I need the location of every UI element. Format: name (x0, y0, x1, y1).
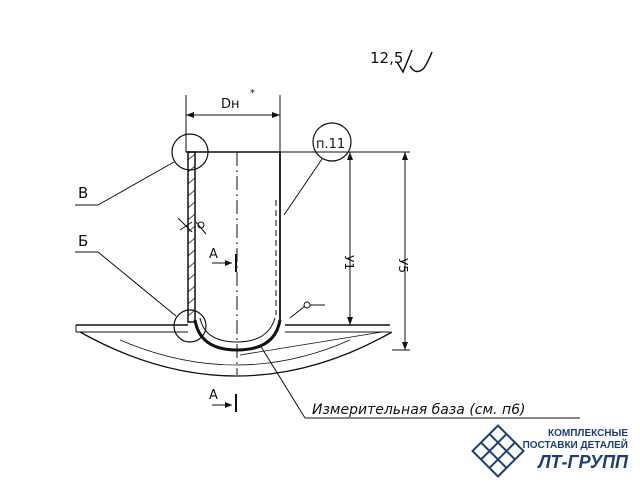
measuring-base-label: Измерительная база (см. п6) (312, 402, 525, 418)
logo-brand: ЛТ-ГРУПП (536, 452, 629, 472)
section-mark-a-bottom: А (209, 388, 218, 403)
dimension-y1: У1 (280, 151, 410, 325)
dim-y1-label: У1 (342, 255, 356, 270)
label-b: Б (78, 232, 88, 250)
roughness-symbol: 12,5 (370, 49, 433, 74)
section-mark-a-top: А (209, 247, 218, 262)
detail-callout-v: В (75, 133, 209, 206)
diameter-label: Dн (221, 97, 240, 112)
note-ref: п.11 (316, 137, 345, 152)
weld-symbol (289, 301, 325, 319)
measuring-base-callout: Измерительная база (см. п6) (259, 344, 580, 419)
dim-y5-label: У5 (396, 258, 410, 273)
company-logo: КОМПЛЕКСНЫЕ ПОСТАВКИ ДЕТАЛЕЙ ЛТ-ГРУПП (471, 424, 629, 478)
logo-line-1: КОМПЛЕКСНЫЕ (548, 428, 628, 439)
detail-callout-b: Б (75, 232, 207, 343)
roughness-value: 12,5 (370, 49, 403, 67)
label-v: В (78, 184, 88, 202)
note-callout: п.11 (283, 122, 352, 216)
logo-diamond-icon (471, 424, 525, 478)
section-mark-top: А (209, 247, 237, 272)
roughness-check-icon-2 (409, 51, 433, 73)
diameter-mark: * (250, 88, 255, 99)
logo-line-2: ПОСТАВКИ ДЕТАЛЕЙ (523, 438, 628, 451)
roughness-check-icon (396, 49, 413, 74)
vessel-plate (75, 324, 393, 377)
section-mark-bottom: А (209, 388, 237, 412)
dimension-y5: У5 (392, 152, 410, 351)
diameter-dimension: Dн * (185, 88, 281, 152)
